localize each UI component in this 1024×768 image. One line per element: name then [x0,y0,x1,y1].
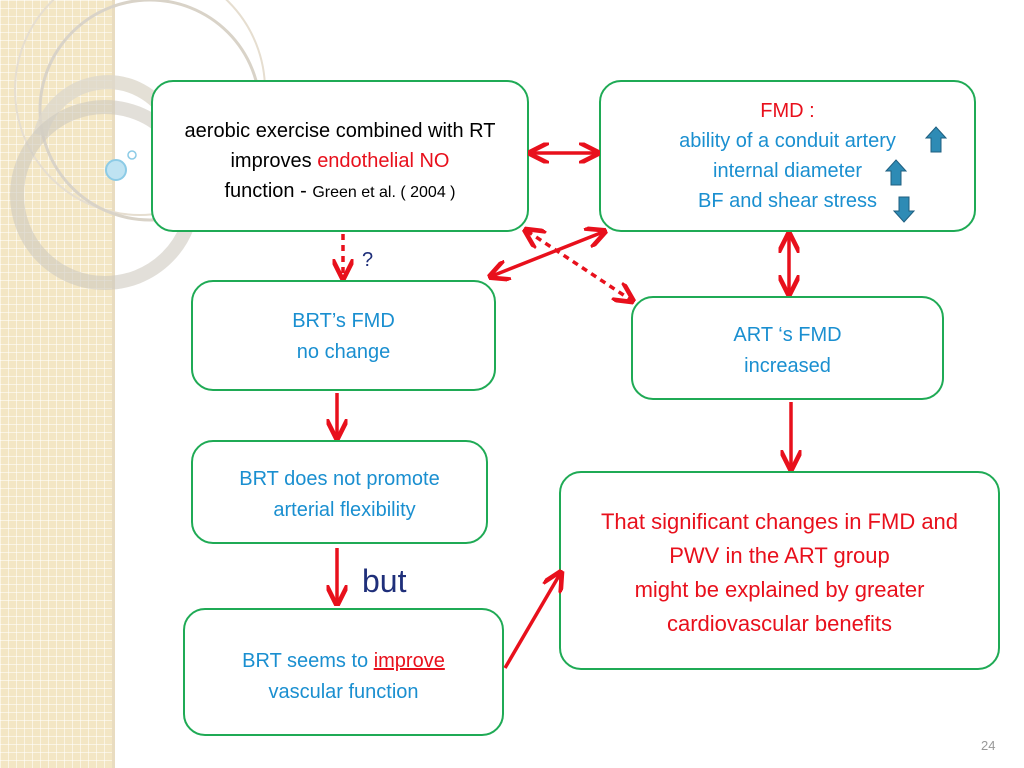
box-brt-vascular: BRT seems to improve vascular function [183,608,504,736]
box-brt-fmd: BRT’s FMD no change [191,280,496,391]
but-label: but [362,563,407,599]
box-brt-flexibility: BRT does not promote arterial flexibilit… [191,440,488,544]
conclusion-line2: PWV in the ART group [669,543,890,568]
arrow-box7-box6 [503,574,560,669]
box1-line3a: function - [224,180,313,202]
box-aerobic-rt: aerobic exercise combined with RT improv… [151,80,529,232]
box-fmd-definition: FMD : ability of a conduit artery intern… [599,80,976,232]
sidebar-edge [112,0,115,768]
fmd-line2: internal diameter [713,160,862,182]
conclusion-line3: might be explained by greater [634,577,925,602]
box1-citation: Green et al. ( 2004 ) [312,184,456,201]
arrow-up-icon [884,159,908,186]
brt-fmd-line2: no change [296,341,391,363]
brt-fmd-line1: BRT’s FMD [292,310,395,332]
conclusion-line1: That significant changes in FMD and [600,509,959,534]
page-number: 24 [981,738,996,753]
box1-line1: aerobic exercise combined with RT [184,120,496,142]
small-bubble-icon [127,150,137,160]
brt-vasc-line1a: BRT seems to [242,650,374,672]
box-art-fmd: ART ‘s FMD increased [631,296,944,400]
fmd-title: FMD : [760,100,815,122]
brt-vasc-line2: vascular function [268,681,419,703]
question-mark: ? [362,249,374,271]
fmd-line3: BF and shear stress [698,190,877,212]
box1-line2b: endothelial NO [317,150,450,172]
arrow-down-icon [892,196,916,223]
art-fmd-line2: increased [744,355,831,377]
improve-word: improve [373,650,445,672]
bubble-icon [105,159,127,181]
art-fmd-line1: ART ‘s FMD [733,324,842,346]
brt-flex-line2: arterial flexibility [273,499,416,521]
box-conclusion: That significant changes in FMD and PWV … [559,471,1000,670]
arrow-up-icon [924,126,948,153]
dashed-arrow-box1-box4 [527,231,631,300]
box1-line2a: improves [230,150,318,172]
fmd-line1: ability of a conduit artery [679,130,896,152]
brt-flex-line1: BRT does not promote [239,468,440,490]
conclusion-line4: cardiovascular benefits [666,611,892,636]
